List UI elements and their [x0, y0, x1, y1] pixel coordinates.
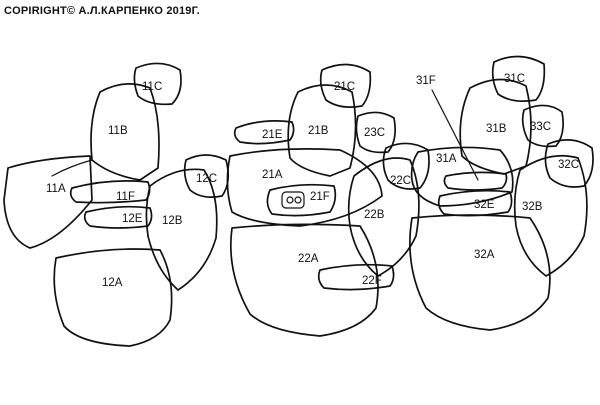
part-12b-backrest [145, 168, 218, 291]
label-22c: 22C [390, 175, 411, 187]
part-22f-armrest [317, 263, 395, 291]
seat-group-2 [226, 63, 430, 337]
part-21a-cushion [226, 148, 383, 227]
label-31f: 31F [416, 75, 436, 87]
part-31c-headrest [491, 55, 546, 102]
part-31a-armrest [443, 171, 508, 191]
label-31b: 31B [486, 123, 507, 135]
label-31a: 31A [436, 153, 457, 165]
label-12e: 12E [122, 213, 143, 225]
label-22f: 22F [362, 275, 382, 287]
label-32e: 32E [474, 199, 495, 211]
label-31c: 31C [504, 73, 525, 85]
label-21f: 21F [310, 191, 330, 203]
label-32c: 32C [558, 159, 579, 171]
label-22a: 22A [298, 253, 319, 265]
part-21c-headrest [319, 63, 372, 108]
cup-holder-icon [281, 191, 305, 209]
part-labels: 11C 11B 11A 11F 12E 12C 12B 12A 21C 21E … [46, 73, 579, 289]
seat-group-1 [3, 62, 230, 347]
cup-holder-ring-icon-2 [294, 196, 302, 204]
part-21b-backrest [287, 84, 357, 177]
part-12a-cushion [53, 248, 173, 347]
part-11c-headrest [133, 62, 182, 106]
part-11a-cushion [3, 155, 93, 249]
part-21e-armrest [233, 120, 295, 145]
part-32b-backrest [513, 154, 588, 277]
part-12c-headrest [183, 154, 230, 198]
part-32e-armrest [437, 189, 513, 217]
label-11f: 11F [116, 191, 135, 203]
part-22b-backrest [347, 157, 420, 277]
label-21e: 21E [262, 129, 283, 141]
label-21b: 21B [308, 125, 329, 137]
part-12e-armrest [83, 205, 153, 229]
label-32a: 32A [474, 249, 495, 261]
part-22a-cushion [229, 223, 379, 337]
label-22b: 22B [364, 209, 385, 221]
part-33c-headrest [521, 104, 564, 148]
seat-1-detail-line [51, 159, 93, 177]
copyright-text: COPIRIGHT© А.Л.КАРПЕНКО 2019Г. [4, 5, 200, 17]
label-12c: 12C [196, 173, 217, 185]
part-32a-cushion [409, 214, 551, 331]
leader-line-31f [431, 89, 479, 181]
label-11c: 11C [142, 81, 162, 93]
part-11b-backrest [90, 83, 160, 181]
part-11f-armrest [69, 180, 151, 204]
label-21a: 21A [262, 169, 283, 181]
part-23c-headrest [355, 111, 396, 154]
label-11a: 11A [46, 183, 66, 195]
label-32b: 32B [522, 201, 543, 213]
part-32c-headrest [544, 139, 594, 188]
part-21f-console [266, 183, 337, 217]
label-33c: 33C [530, 121, 551, 133]
cup-holder-ring-icon [286, 196, 294, 204]
label-11b: 11B [108, 125, 128, 137]
label-23c: 23C [364, 127, 385, 139]
part-31a-cushion [410, 146, 514, 207]
label-21c: 21C [334, 81, 355, 93]
label-12b: 12B [162, 215, 183, 227]
seat-group-3 [409, 55, 594, 331]
label-12a: 12A [102, 277, 123, 289]
part-22c-headrest [382, 142, 430, 190]
